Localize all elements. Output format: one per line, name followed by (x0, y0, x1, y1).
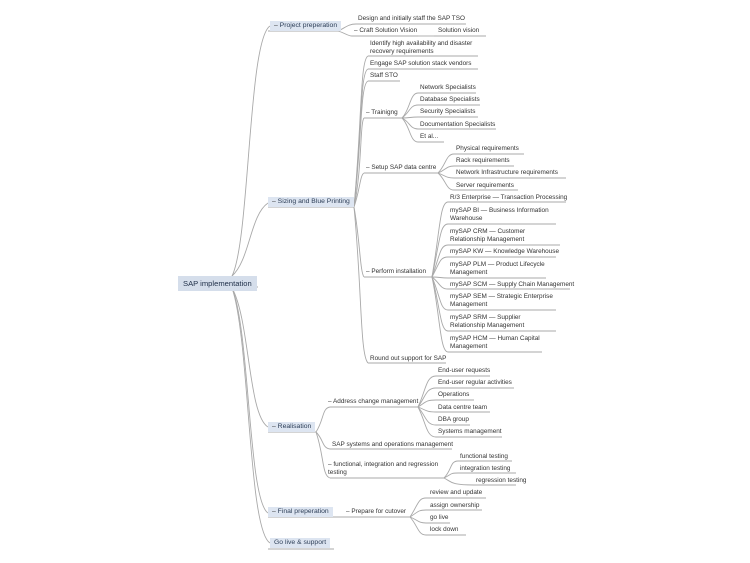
node-training-item[interactable]: Database Specialists (420, 96, 480, 103)
line-root-final (231, 287, 269, 514)
collapse-toggle[interactable]: – (346, 508, 350, 515)
node-label: Address change management (333, 398, 419, 405)
node-cutover-item[interactable]: go live (430, 514, 449, 521)
node-install-item[interactable]: mySAP HCM — Human Capital Management (450, 335, 540, 351)
node-label: Craft Solution Vision (359, 27, 418, 34)
collapse-toggle[interactable]: – (274, 22, 278, 29)
node-solution-vision[interactable]: Solution vision (438, 27, 480, 34)
node-testing-item[interactable]: functional testing (460, 453, 508, 460)
node-datacentre-item[interactable]: Server requirements (456, 182, 514, 189)
node-training[interactable]: – Trainigng (366, 109, 398, 117)
node-cutover-item[interactable]: review and update (430, 489, 483, 496)
collapse-toggle[interactable]: – (366, 109, 370, 116)
node-training-item[interactable]: Network Specialists (420, 84, 476, 91)
node-datacentre-item[interactable]: Rack requirements (456, 157, 510, 164)
node-identify-ha-dr[interactable]: Identify high availability and disaster … (370, 40, 473, 56)
node-datacentre-item[interactable]: Physical requirements (456, 145, 519, 152)
node-label: Trainigng (371, 109, 398, 116)
node-testing-item[interactable]: integration testing (460, 465, 511, 472)
node-label: Perform installation (371, 268, 427, 275)
line-root-project (231, 25, 271, 277)
node-training-item[interactable]: Security Specialists (420, 108, 476, 115)
node-cutover-item[interactable]: assign ownership (430, 502, 480, 509)
branch-label: Sizing and Blue Printing (277, 198, 350, 205)
node-sap-systems-ops[interactable]: SAP systems and operations management (332, 441, 454, 448)
node-perform-installation[interactable]: – Perform installation (366, 268, 426, 276)
collapse-toggle[interactable]: – (366, 164, 370, 171)
line-root-realisation (231, 287, 269, 428)
root-node[interactable]: SAP implementation (178, 276, 257, 291)
branch-final-preparation[interactable]: – Final preperation (268, 507, 333, 517)
node-change-item[interactable]: Data centre team (438, 404, 488, 411)
node-craft-solution-vision[interactable]: – Craft Solution Vision (354, 27, 417, 35)
node-install-item[interactable]: mySAP SRM — Supplier Relationship Manage… (450, 314, 525, 330)
node-label: functional, integration and regression t… (328, 461, 439, 477)
branch-go-live-support[interactable]: Go live & support (270, 538, 331, 548)
branch-realisation[interactable]: – Realisation (268, 422, 316, 432)
branch-sizing-blue-printing[interactable]: – Sizing and Blue Printing (268, 197, 354, 207)
node-install-item[interactable]: mySAP BI — Business Information Warehous… (450, 207, 549, 223)
node-cutover-item[interactable]: lock down (430, 526, 459, 533)
node-label: Prepare for cutover (351, 508, 407, 515)
line-root-sizing (231, 202, 269, 277)
node-install-item[interactable]: mySAP SEM — Strategic Enterprise Managem… (450, 293, 553, 309)
node-testing[interactable]: – functional, integration and regression… (328, 461, 446, 478)
collapse-toggle[interactable]: – (272, 198, 276, 205)
collapse-toggle[interactable]: – (354, 27, 358, 34)
node-install-item[interactable]: mySAP SCM — Supply Chain Management (450, 281, 575, 288)
line-root-golive (231, 287, 271, 544)
node-label: Setup SAP data centre (371, 164, 437, 171)
node-datacentre-item[interactable]: Network Infrastructure requirements (456, 169, 558, 176)
collapse-toggle[interactable]: – (272, 508, 276, 515)
node-install-item[interactable]: mySAP KW — Knowledge Warehouse (450, 248, 560, 255)
node-install-item[interactable]: mySAP PLM — Product Lifecycle Management (450, 261, 545, 277)
collapse-toggle[interactable]: – (328, 461, 332, 468)
node-training-item[interactable]: Documentation Specialists (420, 121, 496, 128)
node-install-item[interactable]: R/3 Enterprise — Transaction Processing (450, 194, 568, 201)
node-engage-vendors[interactable]: Engage SAP solution stack vendors (370, 60, 472, 67)
node-staff-sto[interactable]: Staff STO (370, 72, 398, 79)
collapse-toggle[interactable]: – (366, 268, 370, 275)
node-round-out-support[interactable]: Round out support for SAP (370, 355, 447, 362)
collapse-toggle[interactable]: – (272, 423, 276, 430)
node-change-item[interactable]: Systems management (438, 428, 502, 435)
node-change-item[interactable]: DBA group (438, 416, 469, 423)
node-training-item[interactable]: Et al... (420, 133, 439, 140)
node-change-item[interactable]: End-user requests (438, 367, 491, 374)
collapse-toggle[interactable]: – (328, 398, 332, 405)
node-setup-data-centre[interactable]: – Setup SAP data centre (366, 164, 436, 172)
branch-label: Final preperation (277, 508, 329, 515)
node-install-item[interactable]: mySAP CRM — Customer Relationship Manage… (450, 228, 526, 244)
node-prepare-cutover[interactable]: – Prepare for cutover (346, 508, 406, 516)
node-change-item[interactable]: End-user regular activities (438, 379, 512, 386)
node-address-change-management[interactable]: – Address change management (328, 398, 418, 406)
branch-label: Project preperation (279, 22, 338, 29)
branch-label: Realisation (277, 423, 312, 430)
branch-project-preparation[interactable]: – Project preperation (270, 21, 342, 31)
node-testing-item[interactable]: regression testing (476, 477, 527, 484)
node-change-item[interactable]: Operations (438, 391, 470, 398)
node-design-staff-tso[interactable]: Design and initially staff the SAP TSO (358, 15, 465, 22)
